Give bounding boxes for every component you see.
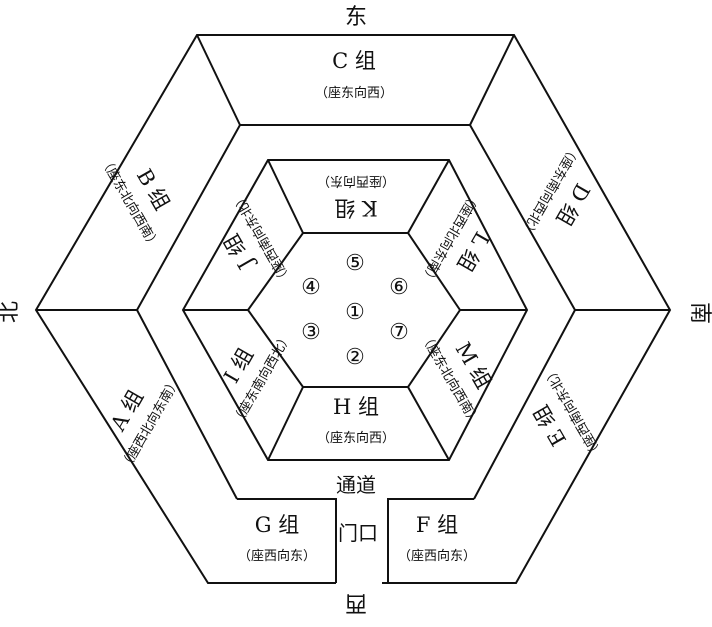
group-f-title: F 组 [416,513,458,537]
group-g-seat: （座西向东） [238,548,316,564]
f-group-box [387,498,474,583]
group-g: G 组 （座西向东） [238,513,316,564]
group-a: A 组 （座西北向东南） [105,375,183,473]
seat-5: ⑤ [345,251,365,276]
door-label: 门口 [338,521,378,545]
group-j: J 组 （座西南向东北） [219,189,295,287]
seat-6: ⑥ [389,275,409,300]
group-g-title: G 组 [255,513,299,537]
group-f: F 组 （座西向东） [398,513,476,564]
outer-hexagon [34,34,672,584]
direction-east: 东 [345,5,367,30]
group-f-seat: （座西向东） [398,548,476,564]
direction-west: 西 [345,590,367,615]
group-d: D 组 （座东南向西北） [517,142,595,240]
group-h-seat: （座东向西） [317,430,395,446]
seat-7: ⑦ [389,320,409,345]
group-k: K 组 （座西向东） [317,173,395,220]
seat-3: ③ [301,320,321,345]
group-k-title: K 组 [334,196,377,220]
divider-bc [196,34,241,126]
group-b: B 组 （座东北向西南） [97,154,174,252]
group-l: L 组 （座西北向东南） [417,189,494,287]
group-e: E 组 （座西南向东北） [529,363,606,461]
direction-south: 南 [687,302,712,324]
group-c-seat: （座东向西） [315,85,393,101]
divider-hm [407,386,450,461]
middle-hexagon [135,124,577,500]
group-i: I 组 （座东南向西北） [219,330,295,428]
passage-label: 通道 [336,473,376,497]
seat-1: ① [345,300,365,325]
group-c: C 组 （座东向西） [315,49,393,101]
group-h-title: H 组 [333,395,379,419]
seat-4: ④ [301,275,321,300]
seat-2: ② [345,345,365,370]
group-k-seat: （座西向东） [317,173,395,189]
divider-hi [267,386,304,461]
divider-jk [267,159,304,234]
divider-kl [407,159,450,234]
divider-cd [469,34,515,126]
direction-north: 北 [0,301,22,323]
group-h: H 组 （座东向西） [317,395,395,446]
g-group-box [237,498,337,583]
group-c-title: C 组 [332,49,376,73]
